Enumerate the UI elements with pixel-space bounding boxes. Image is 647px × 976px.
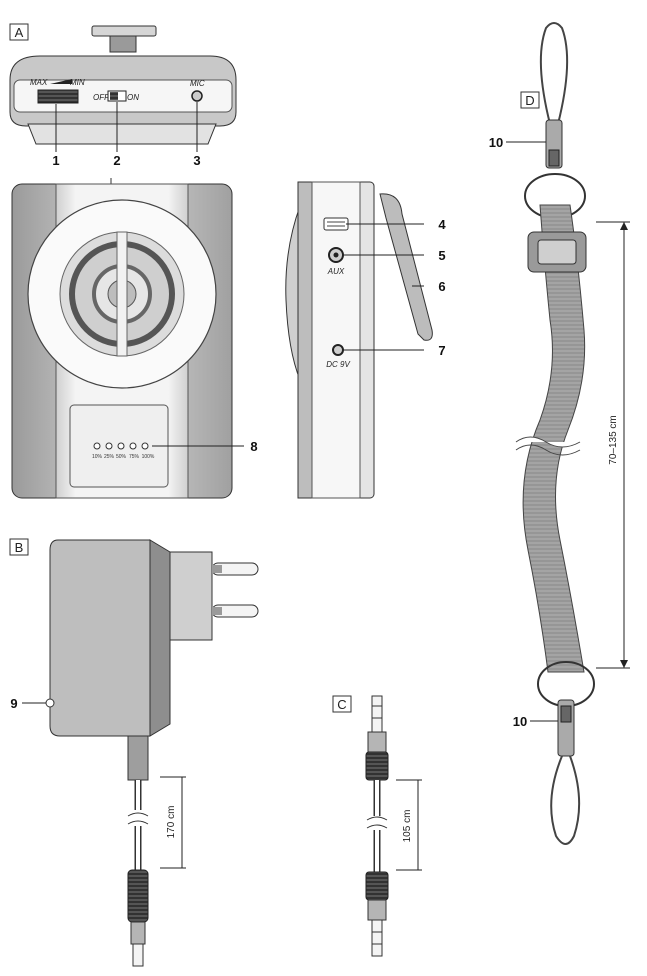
clip-hinge: [109, 35, 137, 53]
belt-clip: [379, 193, 433, 341]
top-connector-clip: [548, 149, 560, 167]
callout-6: 6: [438, 279, 445, 294]
section-c-box: [332, 695, 352, 713]
battery-leds: [93, 442, 149, 450]
battery-level-label: 10%: [92, 454, 103, 460]
plug-pin-insulation: [212, 565, 222, 573]
cable-break: [366, 824, 388, 829]
volume-wheel[interactable]: [37, 89, 79, 104]
battery-level-label: 100%: [142, 454, 155, 460]
section-c: C 105 cm: [332, 695, 422, 957]
mic-label: MIC: [190, 79, 205, 88]
strap-break: [515, 444, 581, 456]
jack-tip-bottom: [371, 919, 383, 957]
volume-min-label: MIN: [70, 78, 85, 87]
section-d-label: D: [525, 93, 534, 108]
strap-break: [515, 436, 581, 448]
battery-led: [129, 442, 137, 450]
strap-adjuster-slot: [537, 239, 577, 265]
arrow-down-icon: [620, 660, 628, 668]
belt-clip-top: [91, 25, 157, 37]
dim-adapter-cable: 170 cm: [166, 806, 177, 839]
bottom-connector-clip: [560, 705, 572, 723]
callout-7: 7: [438, 343, 445, 358]
jack-body-top: [367, 731, 387, 753]
battery-led: [141, 442, 149, 450]
device-top-base: [27, 123, 217, 145]
power-switch-knob[interactable]: [110, 92, 118, 100]
section-c-label: C: [337, 697, 346, 712]
jack-body-bottom: [367, 899, 387, 921]
jack-grip-top: [365, 751, 389, 781]
device-top-view: MAX MIN OFF ON MIC: [9, 25, 237, 145]
battery-led: [105, 442, 113, 450]
section-d: D 10 10 70–135 cm: [489, 22, 630, 845]
section-d-box: [520, 91, 540, 109]
callout-10-top: 10: [489, 135, 503, 150]
switch-off-label: OFF: [93, 93, 110, 102]
plug-housing: [169, 551, 213, 641]
mic-port: [191, 90, 203, 102]
cable-break: [127, 820, 149, 825]
adapter-strain-relief: [127, 735, 149, 781]
bottom-string-loop: [550, 755, 581, 845]
dc-plug-grip: [127, 869, 149, 923]
volume-max-label: MAX: [30, 78, 48, 87]
cable-break: [127, 812, 149, 817]
jack-grip-bottom: [365, 871, 389, 901]
adapter-side: [149, 539, 171, 737]
callout-5: 5: [438, 248, 445, 263]
callout-4: 4: [438, 217, 446, 232]
dim-audio-cable: 105 cm: [402, 810, 413, 843]
callout-1: 1: [52, 153, 59, 168]
jack-tip-top: [371, 695, 383, 733]
aux-port-hole: [333, 252, 339, 258]
callout-2: 2: [113, 153, 120, 168]
strap: [522, 204, 586, 673]
device-side-view: AUX DC 9V 4 5 6 7: [285, 181, 446, 499]
side-vent: [323, 217, 349, 231]
battery-level-label: 75%: [129, 454, 140, 460]
section-b-label: B: [15, 540, 24, 555]
side-front-edge: [297, 181, 313, 499]
callout-9: 9: [10, 696, 17, 711]
aux-label: AUX: [327, 267, 345, 276]
section-a-label: A: [15, 25, 24, 40]
dc-plug-tip: [132, 943, 144, 967]
battery-led: [93, 442, 101, 450]
speaker-bar: [116, 231, 128, 357]
side-panel: [311, 181, 361, 499]
plug-pin-insulation: [212, 607, 222, 615]
adapter-body: [49, 539, 151, 737]
battery-level-label: 50%: [116, 454, 127, 460]
dc-label: DC 9V: [326, 360, 350, 369]
adapter-led: [45, 698, 55, 708]
section-b-box: [9, 538, 29, 556]
arrow-up-icon: [620, 222, 628, 230]
dim-strap: 70–135 cm: [608, 415, 619, 464]
device-front-view: 10% 25% 50% 75% 100% 8: [11, 178, 258, 499]
dc-port[interactable]: [332, 344, 344, 356]
section-b: B 9 170 cm: [9, 538, 259, 967]
top-string-loop: [539, 22, 569, 125]
battery-led: [117, 442, 125, 450]
dc-plug-body: [130, 921, 146, 945]
section-a-box: [9, 23, 29, 41]
side-speaker-bulge: [285, 205, 301, 381]
switch-on-label: ON: [127, 93, 139, 102]
callout-8: 8: [250, 439, 257, 454]
battery-level-label: 25%: [104, 454, 115, 460]
callout-10-bottom: 10: [513, 714, 527, 729]
callout-3: 3: [193, 153, 200, 168]
cable-break: [366, 816, 388, 821]
section-a: A MAX MIN OFF ON MIC 1 2: [9, 23, 237, 168]
volume-wedge-icon: [50, 79, 72, 84]
